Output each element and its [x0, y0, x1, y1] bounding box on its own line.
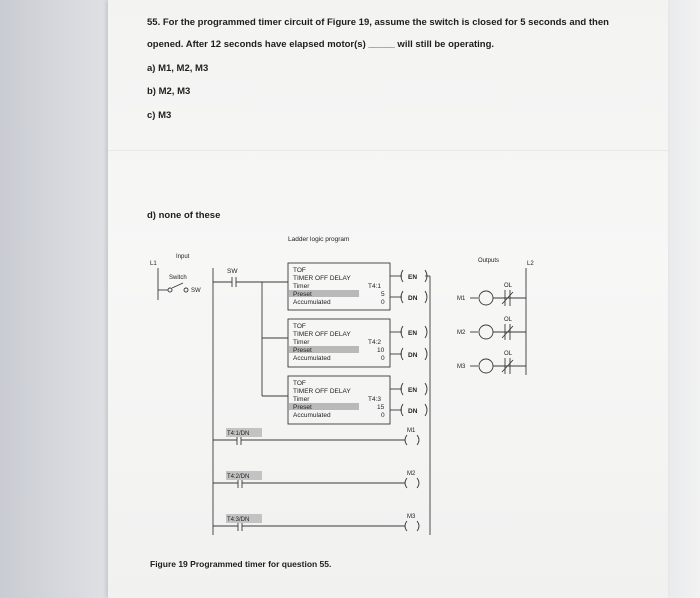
ol-label-2: OL	[504, 317, 513, 323]
timer1-accum: 0	[381, 299, 385, 306]
timer1-timer: T4:1	[368, 283, 381, 290]
timer2-timer: T4:2	[368, 339, 381, 346]
timer1-name: TIMER OFF DELAY	[293, 275, 351, 282]
timer1-accum-label: Accumulated	[293, 299, 331, 306]
paper-fold	[108, 150, 668, 151]
timer2-accum-label: Accumulated	[293, 355, 331, 362]
contact-sw-label: SW	[227, 268, 238, 275]
en-label-3: EN	[408, 387, 417, 394]
coil-m3-label: M3	[407, 514, 416, 520]
paper-sheet	[108, 0, 668, 598]
input-heading: Input	[176, 254, 190, 260]
timer2-accum: 0	[381, 355, 385, 362]
timer2-name: TIMER OFF DELAY	[293, 331, 351, 338]
coil-m2-label: M2	[407, 471, 416, 477]
timer3-name: TIMER OFF DELAY	[293, 388, 351, 395]
dn-label-3: DN	[408, 408, 418, 415]
timer1-timer-label: Timer	[293, 283, 310, 290]
option-b: b) M2, M3	[147, 86, 191, 97]
question-line-1: 55. For the programmed timer circuit of …	[147, 17, 609, 28]
motor-m2-label: M2	[457, 330, 466, 336]
timer3-accum-label: Accumulated	[293, 412, 331, 419]
timer2-preset-label: Preset	[293, 347, 312, 354]
en-label-2: EN	[408, 330, 417, 337]
question-line-2: opened. After 12 seconds have elapsed mo…	[147, 39, 495, 50]
outputs-heading: Outputs	[478, 258, 499, 264]
option-c: c) M3	[147, 110, 172, 121]
input-sw-label: SW	[191, 288, 201, 294]
timer3-timer-label: Timer	[293, 396, 310, 403]
contact-t43-dn: T4:3/DN	[227, 517, 249, 523]
motor-m1-label: M1	[457, 296, 466, 302]
timer3-timer: T4:3	[368, 396, 381, 403]
ol-label-1: OL	[504, 283, 513, 289]
timer1-preset-label: Preset	[293, 291, 312, 298]
diagram-title: Ladder logic program	[288, 236, 349, 243]
timer3-preset-label: Preset	[293, 404, 312, 411]
timer2-type: TOF	[293, 323, 306, 330]
figure-caption: Figure 19 Programmed timer for question …	[150, 559, 332, 569]
contact-t42-dn: T4:2/DN	[227, 474, 249, 480]
timer1-preset: 5	[381, 291, 385, 298]
dn-label-2: DN	[408, 352, 418, 359]
option-a: a) M1, M2, M3	[147, 63, 209, 74]
en-label-1: EN	[408, 274, 417, 281]
timer3-accum: 0	[381, 412, 385, 419]
rail-l1-label: L1	[150, 261, 157, 267]
timer2-preset: 10	[377, 347, 385, 354]
contact-t41-dn: T4:1/DN	[227, 431, 249, 437]
background-left	[0, 0, 110, 598]
coil-m1-label: M1	[407, 428, 416, 434]
rail-l2-label: L2	[527, 261, 534, 267]
timer1-type: TOF	[293, 267, 306, 274]
timer3-type: TOF	[293, 380, 306, 387]
switch-heading: Switch	[169, 275, 187, 281]
option-d: d) none of these	[147, 210, 221, 221]
timer2-timer-label: Timer	[293, 339, 310, 346]
ol-label-3: OL	[504, 351, 513, 357]
motor-m3-label: M3	[457, 364, 466, 370]
dn-label-1: DN	[408, 295, 418, 302]
timer3-preset: 15	[377, 404, 385, 411]
